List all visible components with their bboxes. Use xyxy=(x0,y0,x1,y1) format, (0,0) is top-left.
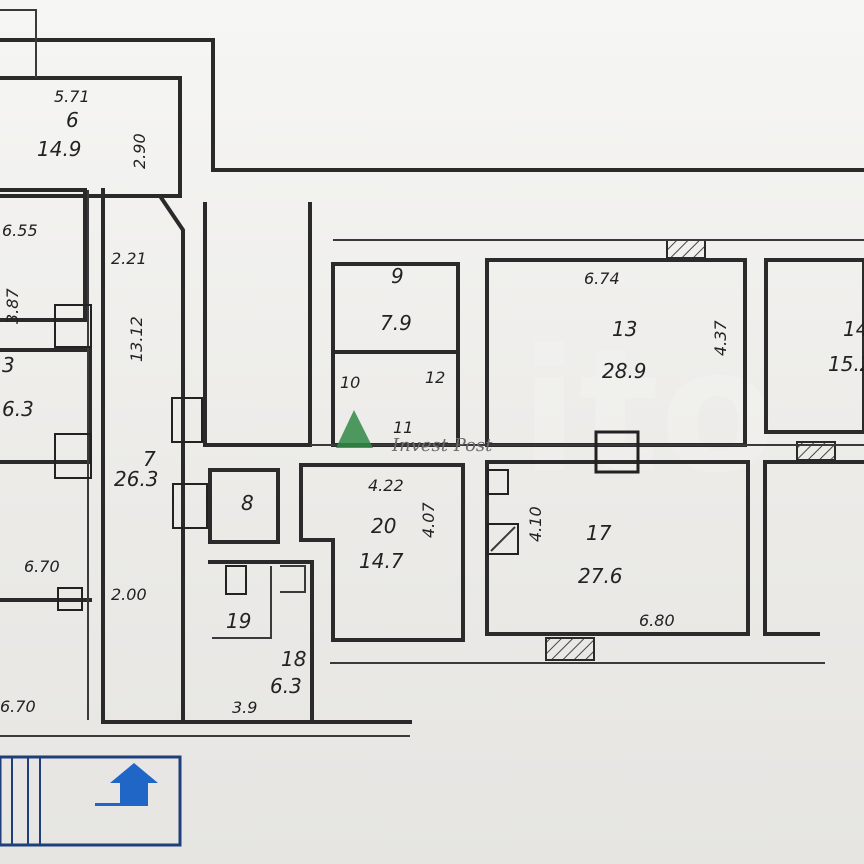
room-6-outline xyxy=(0,76,182,198)
room-18-number: 18 xyxy=(281,647,306,671)
toilet-icon xyxy=(225,565,247,595)
room-6-top-dim: 5.71 xyxy=(54,87,90,106)
room-17-side-dim: 4.10 xyxy=(526,506,545,542)
room-9-area: 7.9 xyxy=(380,311,412,335)
left-lower-top-dim: 6.70 xyxy=(24,557,60,576)
room-9-number: 9 xyxy=(391,264,404,288)
top-left-wall xyxy=(0,9,37,78)
corridor-top-dim: 2.21 xyxy=(111,249,147,268)
room-18-area: 6.3 xyxy=(270,674,302,698)
watermark-text: Invest Post xyxy=(391,435,493,456)
room-19-partition xyxy=(212,566,272,639)
ventilation-box xyxy=(487,523,519,555)
room-20-top-dim: 4.22 xyxy=(368,476,404,495)
door-block-left xyxy=(171,397,203,443)
room-8-number: 8 xyxy=(241,491,254,515)
room-11-number: 11 xyxy=(393,418,413,437)
left-fixture-lower xyxy=(57,587,83,611)
room-18-19-outline xyxy=(208,560,314,724)
left-upper-top-dim: 6.55 xyxy=(2,221,38,240)
room-17-number: 17 xyxy=(586,521,612,545)
room-13-area: 28.9 xyxy=(602,359,647,383)
left-middle-area: 6.3 xyxy=(2,397,34,421)
room-8-outline xyxy=(208,468,280,544)
left-lower-side-dim: 2.00 xyxy=(111,585,147,604)
left-fixture-top xyxy=(54,304,92,348)
room-14-number: 14 xyxy=(843,317,864,341)
ventilation-diagonal xyxy=(490,526,516,552)
room-14-area: 15.2 xyxy=(828,352,864,376)
room-12-number: 12 xyxy=(425,368,445,387)
room-20-outline xyxy=(299,463,465,642)
room-17-area: 27.6 xyxy=(578,564,623,588)
room-13-top-dim: 6.74 xyxy=(584,269,620,288)
room-13-number: 13 xyxy=(612,317,637,341)
right-lower-room-outline xyxy=(763,460,864,636)
room-17-window xyxy=(545,637,595,661)
invest-post-logo-icon xyxy=(336,410,373,448)
door-block-right xyxy=(594,430,640,474)
room-6-number: 6 xyxy=(66,108,79,132)
entrance-arrow-icon xyxy=(95,763,158,806)
left-bottom-dim: 6.70 xyxy=(0,697,36,716)
room-7-area: 26.3 xyxy=(114,467,159,491)
room-19-number: 19 xyxy=(226,609,251,633)
watermark-logo: ito xyxy=(520,313,776,511)
door-block-center xyxy=(172,483,208,529)
sink-fixture xyxy=(280,565,306,593)
room-6-side-dim: 2.90 xyxy=(130,133,149,169)
room-7-number: 7 xyxy=(143,447,156,471)
room-13-window xyxy=(666,239,706,259)
room-20-side-dim: 4.07 xyxy=(419,502,438,538)
left-room-middle-outline xyxy=(0,348,92,464)
entry-lines xyxy=(11,757,41,845)
corridor-outline xyxy=(108,194,185,724)
room-20-area: 14.7 xyxy=(359,549,404,573)
room-17-bottom-dim: 6.80 xyxy=(639,611,675,630)
room-17-outline xyxy=(485,460,750,636)
room-10-number: 10 xyxy=(340,373,360,392)
corridor-side-dim: 13.12 xyxy=(127,316,146,362)
room-13-side-dim: 4.37 xyxy=(711,320,730,356)
small-fixture xyxy=(487,469,509,495)
entry-box xyxy=(0,755,182,847)
central-room-outline xyxy=(203,202,312,447)
room-6-area: 14.9 xyxy=(37,137,82,161)
room-14-outline xyxy=(764,258,864,434)
left-middle-number: 3 xyxy=(2,353,15,377)
top-exterior-wall xyxy=(0,38,864,172)
room-19-area: 3.9 xyxy=(232,698,257,717)
room-20-number: 20 xyxy=(371,514,396,538)
left-room-upper-outline xyxy=(0,188,87,322)
left-fixture-middle xyxy=(54,433,92,479)
left-upper-side-dim: 3.87 xyxy=(3,288,22,324)
